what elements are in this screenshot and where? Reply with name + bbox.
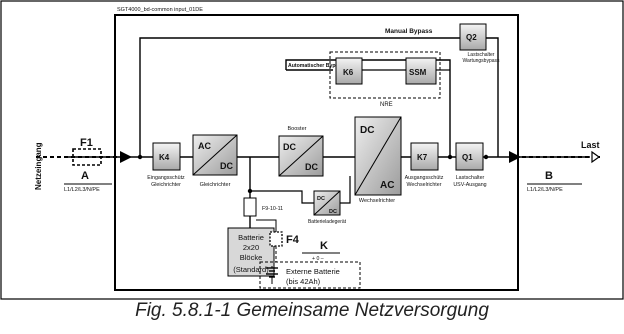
q2-desc1: Lastschalter: [468, 52, 495, 58]
outer-frame: [0, 0, 624, 300]
rectifier-top: AC: [198, 141, 211, 151]
load-arrow-icon: [591, 150, 601, 164]
q1-label: Q1: [462, 153, 473, 162]
input-arrow: [120, 151, 132, 163]
inverter-desc: Wechselrichter: [359, 198, 395, 204]
manual-bypass-return: [486, 37, 499, 157]
figure-caption: Fig. 5.8.1-1 Gemeinsame Netzversorgung: [135, 300, 489, 321]
charger-out: [340, 176, 351, 204]
booster-desc: Booster: [288, 126, 307, 132]
manual-bypass-line: [139, 37, 460, 157]
ssm-block: [405, 57, 437, 85]
internal-battery-line3: Blöcke: [240, 253, 263, 262]
f4-label: F4: [286, 234, 300, 246]
f9-fuse: [243, 197, 257, 217]
k4-label: K4: [159, 153, 170, 162]
rectifier-desc: Gleichrichter: [200, 182, 231, 188]
junction-dot: [483, 154, 489, 160]
battery-icon: [266, 266, 278, 284]
internal-battery-box: [227, 227, 275, 277]
q2-desc2: Wartungsbypass: [462, 58, 500, 64]
q1-desc1: Lastschalter: [456, 175, 485, 181]
k7-desc1: Ausgangsschütz: [405, 175, 444, 181]
k7-label: K7: [417, 153, 428, 162]
input-phases: L1/L2/L3/N/PE: [64, 187, 100, 193]
output-letter: B: [545, 170, 553, 182]
auto-bypass-line: [285, 59, 451, 157]
q2-block: [459, 23, 487, 51]
q2-label: Q2: [466, 33, 477, 42]
q1-block: [455, 142, 484, 171]
k7-desc2: Wechselrichter: [407, 182, 442, 188]
external-battery-line2: (bis 42Ah): [286, 277, 321, 286]
charger-desc: Batterieladegerät: [308, 219, 347, 225]
k6-label: K6: [343, 68, 354, 77]
inverter-top: DC: [360, 125, 374, 136]
k-label: K: [320, 240, 328, 252]
output-phases: L1/L2/L3/N/PE: [527, 187, 563, 193]
ups-cabinet-frame: [114, 14, 519, 291]
manual-bypass-label: Manual Bypass: [385, 28, 433, 35]
internal-battery-line4: (Standard): [233, 265, 269, 274]
inverter-diagonal: [354, 116, 402, 196]
rectifier-diagonal: [192, 134, 238, 176]
k4-desc2: Gleichrichter: [151, 182, 181, 188]
f1-fuse: [72, 148, 102, 166]
nre-box: [329, 51, 441, 99]
output-arrow: [509, 151, 521, 163]
input-letter: A: [81, 170, 89, 182]
k4-desc1: Eingangsschütz: [147, 175, 185, 181]
charger-top: DC: [317, 196, 325, 202]
booster-bottom: DC: [305, 162, 318, 172]
external-battery-line1: Externe Batterie: [286, 267, 340, 276]
inverter-bottom: AC: [380, 180, 394, 191]
output-name: Last: [581, 140, 600, 150]
charger-diagonal: [313, 190, 341, 216]
f4-fuse: [269, 231, 283, 247]
auto-bypass-label: Automatischer Bypass: [288, 63, 344, 69]
q1-desc2: USV-Ausgang: [453, 182, 486, 188]
external-battery-feed: [256, 219, 277, 232]
booster-diagonal: [278, 135, 324, 177]
charger-feed: [250, 190, 314, 204]
charger-bottom: DC: [329, 209, 337, 215]
nre-label: NRE: [380, 102, 393, 108]
ssm-label: SSM: [409, 68, 427, 77]
booster-top: DC: [283, 142, 296, 152]
input-vertical-label: Netzeingang: [34, 142, 43, 190]
internal-battery-line1: Batterie: [238, 233, 264, 242]
k4-block: [152, 142, 181, 171]
internal-battery-line2: 2x20: [243, 243, 259, 252]
f9-label: F9-10-11: [262, 206, 283, 212]
header-label: SGT4000_bd-common input_01DE: [117, 7, 203, 13]
k-polarity: + 0 –: [312, 256, 324, 262]
rectifier-bottom: DC: [220, 161, 233, 171]
k7-block: [410, 142, 439, 171]
external-battery-box: [259, 261, 361, 289]
f1-label: F1: [80, 137, 93, 149]
k6-block: [335, 57, 363, 85]
